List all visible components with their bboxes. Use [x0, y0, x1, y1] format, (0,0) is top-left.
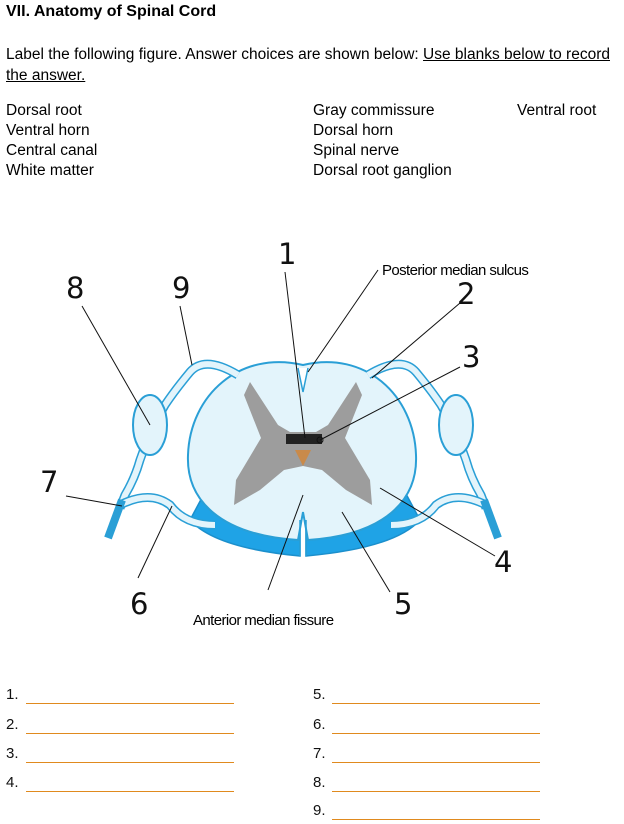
- answer-number: 8.: [313, 774, 326, 791]
- figure-number-2: 2: [457, 277, 475, 311]
- answer-row-9: 9.: [313, 802, 326, 819]
- right-dorsal-root-inner: [366, 361, 489, 510]
- answer-blank-3[interactable]: [26, 762, 234, 763]
- answer-row-1: 1.: [6, 686, 19, 703]
- answer-blank-8[interactable]: [332, 791, 540, 792]
- answer-row-3: 3.: [6, 745, 19, 762]
- right-spinal-nerve: [480, 498, 502, 540]
- answer-row-4: 4.: [6, 774, 19, 791]
- choices-column-2: Gray commissure Dorsal horn Spinal nerve…: [313, 101, 452, 181]
- commissure-marker: [316, 436, 324, 444]
- answer-number: 7.: [313, 745, 326, 762]
- right-ventral-root-inner: [390, 494, 488, 528]
- choice-dorsal-horn: Dorsal horn: [313, 122, 394, 139]
- answer-number: 2.: [6, 716, 19, 733]
- left-ventral-root-inner: [118, 494, 216, 528]
- choice-dorsal-root-ganglion: Dorsal root ganglion: [313, 162, 452, 179]
- gray-commissure: [286, 434, 322, 444]
- figure-number-6: 6: [130, 587, 148, 621]
- right-dorsal-root-ganglion: [438, 394, 474, 456]
- answer-row-7: 7.: [313, 745, 326, 762]
- left-dorsal-root-inner: [117, 361, 240, 510]
- anterior-median-fissure: [299, 520, 307, 556]
- answer-number: 6.: [313, 716, 326, 733]
- answer-row-6: 6.: [313, 716, 326, 733]
- answer-blank-5[interactable]: [332, 703, 540, 704]
- posterior-median-sulcus: [297, 367, 309, 393]
- figure-number-3: 3: [462, 340, 480, 374]
- posterior-median-sulcus-label: Posterior median sulcus: [382, 262, 528, 279]
- answer-blank-4[interactable]: [26, 791, 234, 792]
- figure-number-1: 1: [278, 237, 296, 271]
- choice-central-canal: Central canal: [6, 142, 98, 159]
- answer-number: 5.: [313, 686, 326, 703]
- choice-ventral-horn: Ventral horn: [6, 122, 90, 139]
- choices-column-1: Dorsal root Ventral horn Central canal W…: [6, 101, 97, 181]
- answer-number: 4.: [6, 774, 19, 791]
- answer-blank-9[interactable]: [332, 819, 540, 820]
- instructions: Label the following figure. Answer choic…: [6, 44, 618, 86]
- left-spinal-nerve: [104, 498, 126, 540]
- answer-number: 1.: [6, 686, 19, 703]
- figure-number-5: 5: [394, 587, 412, 621]
- figure-number-4: 4: [494, 545, 512, 579]
- instructions-text: Label the following figure. Answer choic…: [6, 46, 424, 63]
- answer-number: 9.: [313, 802, 326, 819]
- figure-number-9: 9: [172, 271, 190, 305]
- anterior-median-fissure-label: Anterior median fissure: [193, 612, 334, 629]
- spinal-cord-figure: Posterior median sulcus Anterior median …: [40, 237, 529, 629]
- answer-number: 3.: [6, 745, 19, 762]
- choice-dorsal-root: Dorsal root: [6, 102, 82, 119]
- page-title: VII. Anatomy of Spinal Cord: [6, 3, 217, 20]
- figure-number-7: 7: [40, 465, 58, 499]
- answer-blank-7[interactable]: [332, 762, 540, 763]
- answer-row-8: 8.: [313, 774, 326, 791]
- choices-column-3: Ventral root: [517, 101, 596, 121]
- answer-row-5: 5.: [313, 686, 326, 703]
- choice-spinal-nerve: Spinal nerve: [313, 142, 400, 159]
- leader-lines: [65, 269, 496, 593]
- answer-row-2: 2.: [6, 716, 19, 733]
- answer-blank-2[interactable]: [26, 733, 234, 734]
- central-canal: [295, 450, 311, 466]
- figure-number-8: 8: [66, 271, 84, 305]
- answer-blank-1[interactable]: [26, 703, 234, 704]
- choice-ventral-root: Ventral root: [517, 102, 597, 119]
- answer-blank-6[interactable]: [332, 733, 540, 734]
- instructions-underlined: Use blanks below to record the answer.: [6, 46, 610, 84]
- choice-white-matter: White matter: [6, 162, 94, 179]
- choice-gray-commissure: Gray commissure: [313, 102, 435, 119]
